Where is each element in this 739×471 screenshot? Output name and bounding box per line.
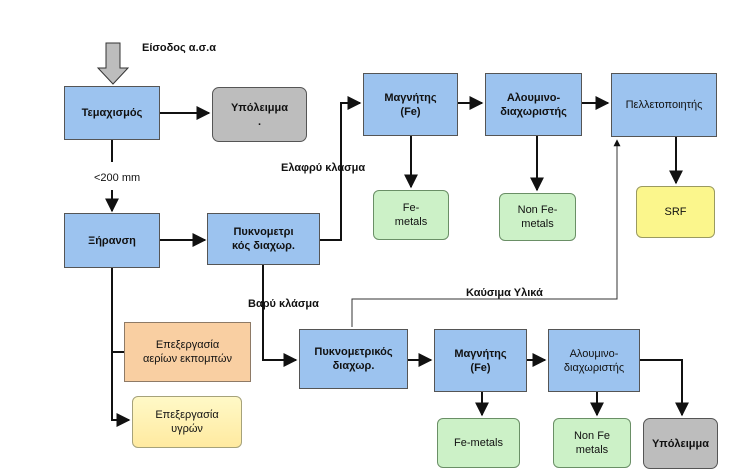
light-fraction-label: Ελαφρύ κλάσμα	[281, 162, 366, 174]
residue-bottom-box: Υπόλειμμα	[643, 418, 718, 469]
arrow-to-liquid-treatment	[111, 268, 131, 427]
arrow-to-residue-bottom	[640, 359, 689, 417]
arrow-fuel-materials	[351, 139, 621, 327]
density-separator-2-box: Πυκνομετρικός διαχωρ.	[299, 329, 408, 389]
fe-metals-top-box: Fe- metals	[373, 190, 449, 240]
magnet-top-box: Μαγνήτης (Fe)	[363, 73, 458, 136]
srf-box: SRF	[636, 186, 715, 238]
input-label: Είσοδος α.σ.α	[142, 42, 216, 54]
heavy-fraction-label: Βαρύ κλάσμα	[248, 298, 319, 310]
arrow-light-fraction	[320, 96, 362, 241]
emission-treatment-box: Επεξεργασία αερίων εκπομπών	[124, 322, 251, 382]
size-label: <200 mm	[94, 172, 141, 184]
non-fe-metals-bottom-box: Non Fe metals	[553, 418, 631, 468]
liquid-treatment-box: Επεξεργασία υγρών	[132, 396, 242, 448]
magnet-bottom-box: Μαγνήτης (Fe)	[434, 329, 527, 392]
drying-box: Ξήρανση	[64, 213, 160, 268]
fe-metals-bottom-box: Fe-metals	[437, 418, 520, 468]
non-fe-metals-top-box: Non Fe- metals	[499, 193, 576, 241]
alu-separator-top-box: Αλουμινο- διαχωριστής	[485, 73, 582, 136]
alu-separator-bottom-box: Αλουμινο- διαχωριστής	[548, 329, 640, 392]
input-arrow-icon	[96, 42, 130, 85]
arrow-heavy-fraction	[262, 265, 298, 367]
density-separator-1-box: Πυκνομετρι κός διαχωρ.	[207, 213, 320, 265]
residue-top-box: Υπόλειμμα .	[212, 87, 307, 142]
fuel-materials-label: Καύσιμα Υλικά	[466, 287, 543, 299]
shredding-box: Τεμαχισμός	[64, 86, 160, 140]
pelletizer-box: Πελλετοποιητής	[611, 73, 717, 137]
